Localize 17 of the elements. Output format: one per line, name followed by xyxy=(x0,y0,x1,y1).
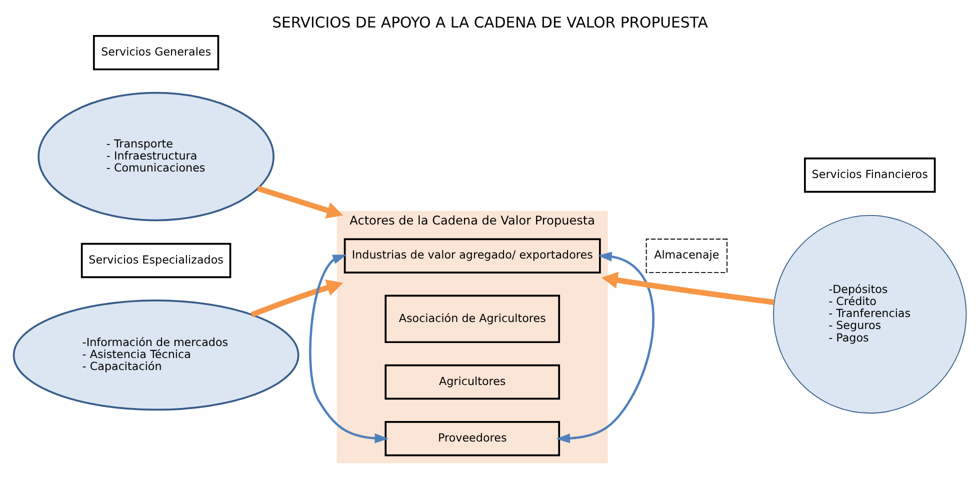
node-box: Agricultores xyxy=(384,364,560,400)
node-box: Servicios Especializados xyxy=(80,242,231,278)
node-ellipse: - Transporte - Infraestructura - Comunicaciones xyxy=(37,92,274,222)
arrow xyxy=(250,279,343,318)
arrow xyxy=(256,186,343,219)
arrow xyxy=(308,254,388,444)
node-ellipse: -Información de mercados - Asistencia Técnica - Capacitación xyxy=(12,300,299,411)
node-box: Servicios Generales xyxy=(92,35,219,70)
diagram-title: SERVICIOS DE APOYO A LA CADENA DE VALOR PROPUESTA xyxy=(272,14,708,32)
node-circle: -Depósitos - Crédito - Tranferencias - Seguros - Pagos xyxy=(772,214,966,414)
node-box: Servicios Financieros xyxy=(804,158,936,193)
node-box: Almacenaje xyxy=(645,238,727,273)
node-box: Industrias de valor agregado/ exportadores xyxy=(343,238,600,274)
node-box: Proveedores xyxy=(384,420,560,456)
node-box: Asociación de Agricultores xyxy=(384,294,560,344)
arrow xyxy=(556,252,654,444)
arrow xyxy=(600,272,774,306)
